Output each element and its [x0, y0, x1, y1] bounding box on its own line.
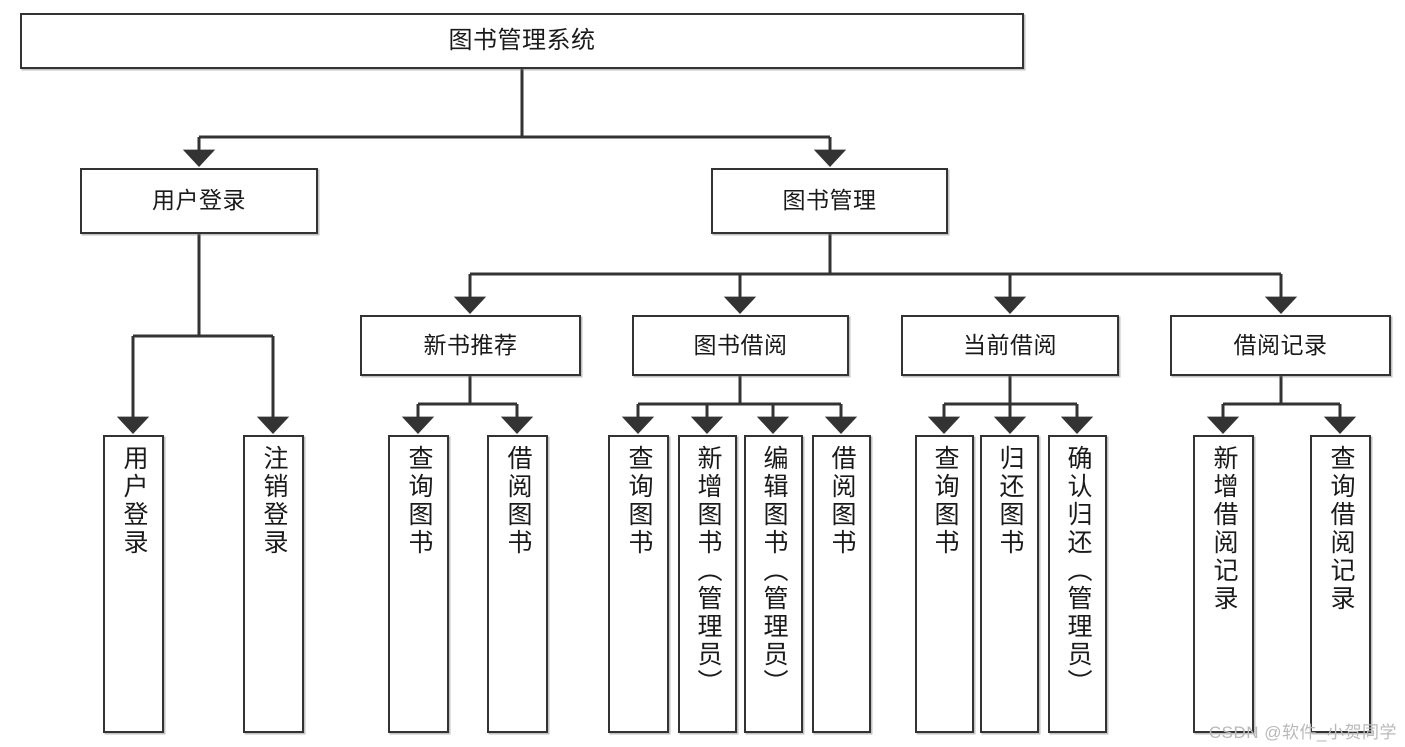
leaf-query-book-2[interactable]: 查询图书	[608, 435, 669, 733]
node-label: 新增借阅记录	[1210, 445, 1238, 613]
leaf-add-borrow-record[interactable]: 新增借阅记录	[1193, 435, 1254, 733]
leaf-query-borrow-record[interactable]: 查询借阅记录	[1310, 435, 1371, 733]
node-label: 借阅图书	[504, 445, 532, 557]
node-book-management[interactable]: 图书管理	[711, 168, 948, 234]
node-new-book-recommendation[interactable]: 新书推荐	[360, 315, 581, 376]
node-label: 查询借阅记录	[1327, 445, 1355, 613]
leaf-borrow-book-1[interactable]: 借阅图书	[487, 435, 548, 733]
node-label: 查询图书	[625, 445, 653, 557]
node-label: 查询图书	[931, 445, 959, 557]
node-current-borrowing[interactable]: 当前借阅	[901, 315, 1119, 376]
leaf-confirm-return-admin[interactable]: 确认归还（管理员）	[1048, 435, 1107, 733]
node-label: 归还图书	[996, 445, 1024, 557]
node-label: 借阅记录	[1233, 331, 1328, 358]
node-label: 新书推荐	[423, 331, 518, 358]
node-root-system[interactable]: 图书管理系统	[20, 13, 1024, 69]
leaf-borrow-book-2[interactable]: 借阅图书	[812, 435, 871, 733]
leaf-user-login[interactable]: 用户登录	[103, 435, 164, 733]
leaf-logout[interactable]: 注销登录	[243, 435, 304, 733]
node-label: 查询图书	[405, 445, 433, 557]
node-book-borrowing[interactable]: 图书借阅	[632, 315, 849, 376]
node-label: 编辑图书（管理员）	[760, 445, 788, 697]
watermark: CSDN @软件_小贺同学	[1208, 723, 1397, 742]
node-label: 图书管理	[782, 187, 877, 214]
node-label: 新增图书（管理员）	[694, 445, 722, 697]
node-label: 图书借阅	[693, 331, 788, 358]
leaf-query-book-3[interactable]: 查询图书	[915, 435, 974, 733]
leaf-add-book-admin[interactable]: 新增图书（管理员）	[678, 435, 737, 733]
node-label: 用户登录	[152, 187, 246, 214]
node-label: 注销登录	[260, 445, 288, 557]
leaf-query-book-1[interactable]: 查询图书	[388, 435, 449, 733]
leaf-edit-book-admin[interactable]: 编辑图书（管理员）	[744, 435, 803, 733]
node-borrow-records[interactable]: 借阅记录	[1170, 315, 1391, 376]
leaf-return-book[interactable]: 归还图书	[980, 435, 1039, 733]
node-label: 确认归还（管理员）	[1064, 445, 1092, 697]
node-label: 用户登录	[120, 445, 148, 557]
node-label: 图书管理系统	[448, 26, 596, 54]
node-user-login[interactable]: 用户登录	[80, 168, 318, 234]
node-label: 当前借阅	[963, 331, 1057, 358]
node-label: 借阅图书	[828, 445, 856, 557]
